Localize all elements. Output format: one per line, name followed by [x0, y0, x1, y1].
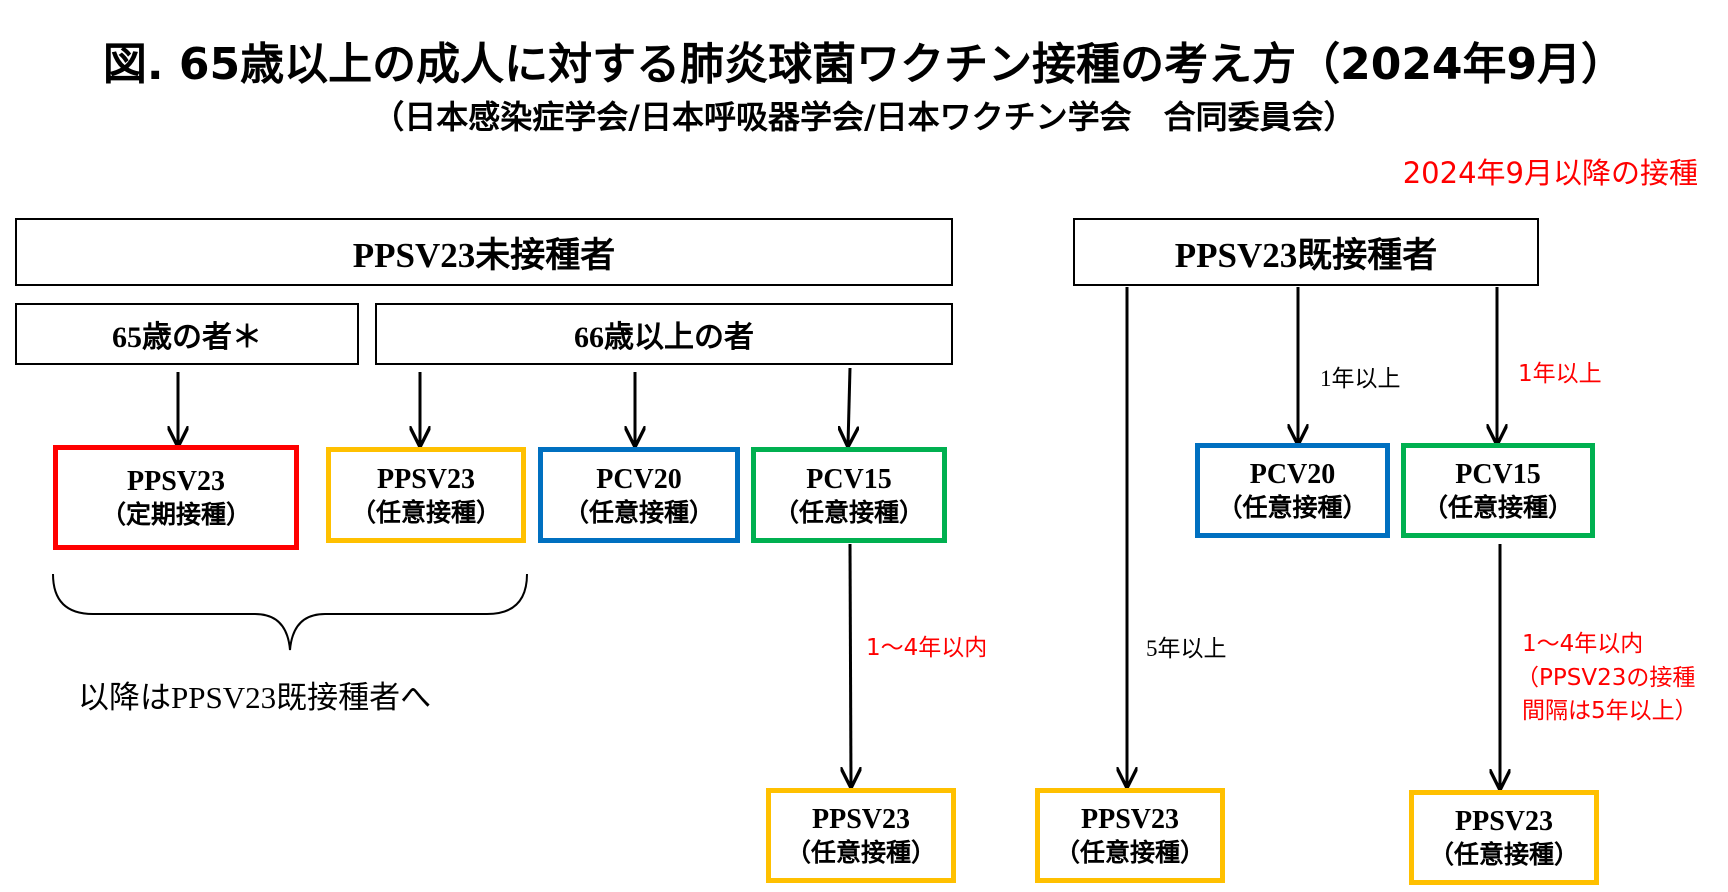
routine-ppsv23-box: PPSV23 （定期接種）: [53, 445, 299, 550]
vaccine-name: PCV20: [596, 463, 682, 495]
vaccine-type: （任意接種）: [1428, 840, 1579, 870]
unvaccinated-header: PPSV23未接種者: [15, 218, 953, 286]
vaccinated-pcv15-box: PCV15 （任意接種）: [1401, 443, 1595, 538]
interval-label-1y: 1年以上: [1320, 366, 1401, 391]
optional-pcv20-box: PCV20 （任意接種）: [538, 447, 740, 543]
interval-label-1y-red: 1年以上: [1518, 361, 1602, 387]
interval-label-5y: 5年以上: [1146, 636, 1227, 661]
vaccine-type: （任意接種）: [563, 497, 714, 527]
vaccine-name: PPSV23: [1455, 806, 1553, 838]
optional-ppsv23-box: PPSV23 （任意接種）: [326, 447, 526, 543]
followup-ppsv23-box: PPSV23 （任意接種）: [766, 788, 956, 883]
vaccinated-ppsv23-after-pcv15-box: PPSV23 （任意接種）: [1409, 790, 1599, 885]
arrow-pcv15-to-ppsv23: [850, 543, 851, 786]
vaccine-name: PCV15: [806, 463, 892, 495]
vaccine-name: PPSV23: [812, 804, 910, 836]
age-66plus-header: 66歳以上の者: [375, 303, 953, 365]
vaccine-name: PPSV23: [1081, 804, 1179, 836]
vaccine-type: （任意接種）: [350, 497, 501, 527]
interval-label-1to4: 1〜4年以内: [866, 635, 988, 661]
vaccine-name: PPSV23: [377, 463, 475, 495]
vaccine-type: （任意接種）: [785, 838, 936, 868]
interval-label-1to4-b: 1〜4年以内: [1522, 631, 1644, 657]
arrow-66-to-pcv15: [848, 367, 850, 445]
date-note: 2024年9月以降の接種: [1402, 156, 1698, 190]
vaccinated-header: PPSV23既接種者: [1073, 218, 1539, 286]
interval-note-line2: 間隔は5年以上）: [1522, 698, 1698, 724]
age-65-header: 65歳の者＊: [15, 303, 359, 365]
vaccine-type: （任意接種）: [1217, 493, 1368, 523]
vaccinated-pcv20-box: PCV20 （任意接種）: [1195, 443, 1390, 538]
vaccine-name: PCV20: [1249, 459, 1336, 491]
vaccine-type: （定期接種）: [100, 500, 251, 530]
figure-subtitle: （日本感染症学会/日本呼吸器学会/日本ワクチン学会 合同委員会）: [372, 98, 1356, 136]
optional-pcv15-box: PCV15 （任意接種）: [751, 447, 947, 543]
curly-brace: [52, 573, 528, 651]
interval-note-line1: （PPSV23の接種: [1516, 665, 1696, 691]
vaccine-type: （任意接種）: [1054, 838, 1205, 868]
vaccine-type: （任意接種）: [773, 497, 924, 527]
vaccine-name: PCV15: [1455, 459, 1541, 491]
figure-title: 図. 65歳以上の成人に対する肺炎球菌ワクチン接種の考え方（2024年9月）: [102, 39, 1626, 90]
vaccinated-ppsv23-direct-box: PPSV23 （任意接種）: [1035, 788, 1225, 883]
vaccine-name: PPSV23: [127, 466, 225, 498]
brace-label: 以降はPPSV23既接種者へ: [78, 680, 432, 715]
vaccine-type: （任意接種）: [1422, 493, 1573, 523]
